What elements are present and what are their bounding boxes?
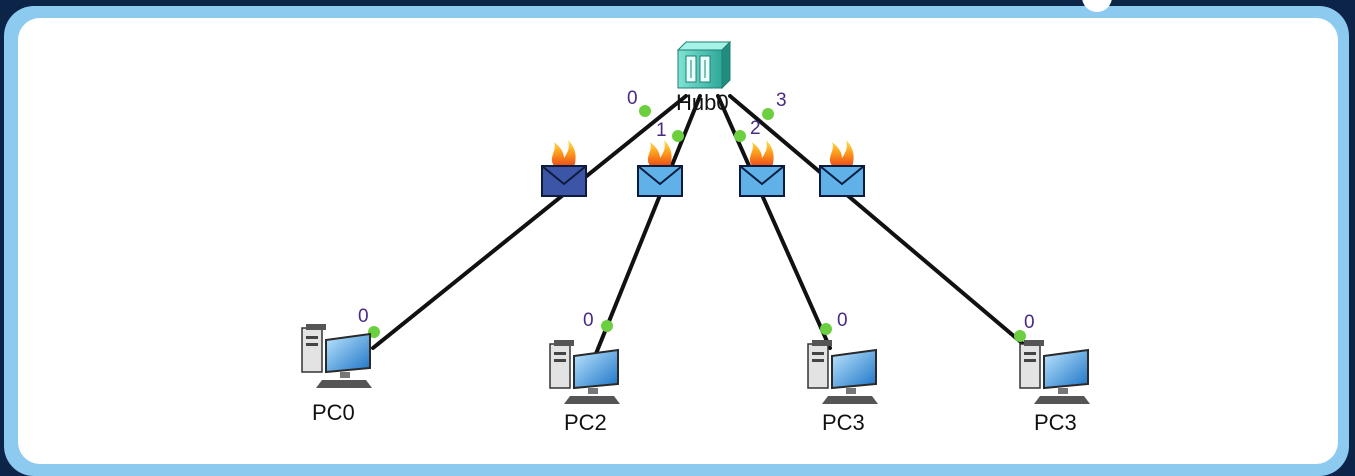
- network-diagram: [301, 40, 1090, 404]
- link-pc3b-hub[interactable]: [728, 94, 1030, 350]
- hub-port-label-3: 3: [776, 90, 787, 111]
- pc3b-port-label: 0: [1024, 312, 1035, 333]
- topology-canvas[interactable]: Hub0 0 1 2 3 0 0 0 0 PC0 PC2 PC3 PC3: [18, 18, 1338, 464]
- pc-icon[interactable]: [549, 340, 620, 404]
- pc0-port-label: 0: [358, 306, 369, 327]
- burning-envelope-icon[interactable]: [819, 140, 865, 197]
- pc3a-label: PC3: [822, 410, 865, 435]
- pc-icon[interactable]: [1019, 340, 1090, 404]
- pc-icon[interactable]: [301, 324, 372, 388]
- links: [371, 94, 1030, 368]
- pc2-port-label: 0: [583, 310, 594, 331]
- burning-envelope-icon[interactable]: [637, 140, 683, 197]
- link-light-pc3a: [820, 323, 832, 335]
- hub-port-label-0: 0: [627, 88, 638, 109]
- pc2-label: PC2: [564, 410, 607, 435]
- hub-port-label-2: 2: [750, 118, 761, 139]
- hub-label: Hub0: [676, 90, 729, 115]
- window-control-dot[interactable]: [1082, 0, 1112, 12]
- hub-icon[interactable]: [676, 40, 732, 90]
- link-lights: [368, 105, 1026, 342]
- link-light-hub-port-2: [734, 130, 746, 142]
- link-light-hub-port-1: [672, 130, 684, 142]
- link-light-pc2: [601, 320, 613, 332]
- link-light-pc3b: [1014, 330, 1026, 342]
- pc-icon[interactable]: [807, 340, 878, 404]
- hub-port-label-1: 1: [656, 120, 667, 141]
- burning-envelope-icon[interactable]: [739, 140, 785, 197]
- link-pc0-hub[interactable]: [371, 94, 688, 350]
- burning-envelope-icon[interactable]: [541, 140, 587, 197]
- pc0-label: PC0: [312, 400, 355, 425]
- pc3b-label: PC3: [1034, 410, 1077, 435]
- link-light-hub-port-0: [639, 105, 651, 117]
- pc3a-port-label: 0: [837, 310, 848, 331]
- link-light-hub-port-3: [762, 108, 774, 120]
